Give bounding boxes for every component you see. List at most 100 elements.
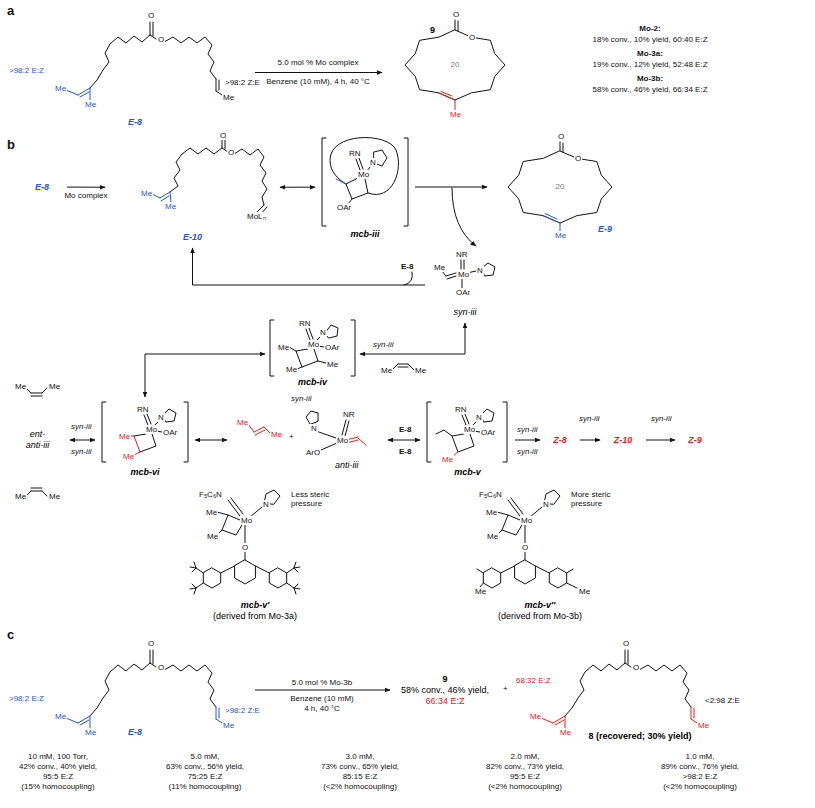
atom-label: Me xyxy=(14,382,27,391)
reaction-arrow xyxy=(646,440,675,441)
atom-label: F₅C₆N xyxy=(198,490,223,499)
compound-label: 58% conv., 46% yield, xyxy=(393,685,497,696)
bond-line xyxy=(325,325,338,338)
atom-label: ArO xyxy=(305,448,321,457)
bond-line xyxy=(102,402,188,462)
species-label: syn-iii xyxy=(290,394,312,403)
bond-line xyxy=(565,650,691,716)
reagent-label: Mo complex xyxy=(64,191,107,200)
bond-line xyxy=(66,88,90,100)
bond-line xyxy=(483,490,566,588)
compound-label: mcb-v′ xyxy=(158,600,352,611)
label-block: anti-iii xyxy=(335,460,359,471)
atom-label: Mo xyxy=(357,170,370,179)
yield-text: (<2% homocoupling) xyxy=(662,782,738,791)
bond-line xyxy=(26,488,47,496)
atom-label: Me xyxy=(270,430,283,439)
bond-line xyxy=(543,214,560,232)
ratio-text: >98:2 E:Z xyxy=(8,66,45,75)
yield-text: 42% conv., 40% yield, xyxy=(18,762,98,771)
atom-label: Me xyxy=(554,231,567,240)
atom-label: Me xyxy=(433,263,446,272)
atom-label: NR xyxy=(342,410,356,419)
bond-line xyxy=(306,411,318,424)
atom-label: N xyxy=(475,413,483,422)
atom-label: Me xyxy=(485,508,498,517)
label-block: mcb-iii xyxy=(318,229,412,240)
compound-label: ent- xyxy=(8,429,67,440)
reaction-arrow xyxy=(255,690,390,691)
atom-label: O xyxy=(452,10,460,19)
atom-label: Me xyxy=(118,432,131,441)
bond-line xyxy=(455,20,458,31)
compound-node: 9 xyxy=(385,15,525,130)
label-block: mcb-v′(derived from Mo-3a) xyxy=(158,600,352,622)
atom-label: Me xyxy=(48,492,61,501)
compound-label: 66:34 E:Z xyxy=(393,695,497,706)
atom-label: Me xyxy=(486,532,499,541)
bond-line xyxy=(203,490,286,588)
label-block: mcb-v″(derived from Mo-3b) xyxy=(438,600,642,622)
condition-text: Benzene (10 mM) xyxy=(289,694,355,703)
yield-text: Mo-3a: xyxy=(636,49,664,58)
compound-node: Z-9 xyxy=(678,430,712,450)
bond-line xyxy=(436,414,480,452)
yield-text: 73% conv., 65% yield, xyxy=(320,762,400,771)
compound-label: E-10 xyxy=(108,232,277,243)
compound-node: Z-10 xyxy=(603,430,643,450)
atom-label: NR xyxy=(455,250,469,259)
atom-label: O xyxy=(557,132,565,141)
label-block: ent-anti-iii xyxy=(8,429,67,451)
atom-label: OAr xyxy=(324,343,340,352)
bond-line xyxy=(439,92,456,111)
ratio-text: <2:98 Z:E xyxy=(704,696,741,705)
yield-text: (<2% homocoupling) xyxy=(322,782,398,791)
atom-label: O xyxy=(241,543,249,552)
condition-text: 4 h, 40 °C xyxy=(303,704,341,713)
ratio-text: >98:2 E:Z xyxy=(8,694,45,703)
compound-node: mcb-iv xyxy=(268,318,357,390)
atom-label: Me xyxy=(441,455,454,464)
compound-label: mcb-vi xyxy=(98,467,192,478)
label-block: E-8 xyxy=(18,727,252,738)
atom-label: Me xyxy=(277,343,290,352)
atom-label: Me xyxy=(326,360,339,369)
atom-label: F₅C₆N xyxy=(478,490,503,499)
note-text: 20 xyxy=(555,182,566,191)
atom-label: O xyxy=(632,663,640,672)
atom-label: RN xyxy=(348,149,362,158)
atom-label: Me xyxy=(380,366,393,375)
compound-label: mcb-v xyxy=(423,467,512,478)
yield-text: (11% homocoupling) xyxy=(168,782,243,791)
atom-label: Mo xyxy=(463,425,476,434)
panel-letter: b xyxy=(6,138,16,153)
compound-label: 9 xyxy=(393,674,497,685)
bond-line xyxy=(541,716,565,728)
yield-text: (15% homocoupling) xyxy=(20,782,95,791)
atom-label: Me xyxy=(84,728,97,737)
atom-label: N xyxy=(476,266,484,275)
compound-label: 9 xyxy=(430,25,435,36)
bond-line xyxy=(560,142,563,152)
yield-text: 18% conv., 10% yield, 60:40 E:Z xyxy=(591,35,708,44)
compound-node: E-10 xyxy=(108,130,277,245)
reaction-arrow xyxy=(515,440,540,441)
atom-label: Me xyxy=(697,721,710,730)
equilibrium-arrow xyxy=(70,440,95,441)
reaction-arrow xyxy=(193,248,426,285)
label-block: Z-8 xyxy=(543,435,577,446)
atom-label: Me xyxy=(578,587,591,596)
note-text: + xyxy=(288,432,295,441)
label-block: Z-10 xyxy=(603,435,643,446)
bond-line xyxy=(442,260,476,288)
label-block: syn-iii xyxy=(428,307,502,318)
compound-label: Z-10 xyxy=(603,435,643,446)
compound-label: anti-iii xyxy=(8,440,67,451)
bond-line xyxy=(170,140,267,215)
atom-label: Me xyxy=(205,508,218,517)
compound-node: E-9 xyxy=(490,132,630,242)
atom-label: Me xyxy=(414,366,427,375)
equilibrium-arrow xyxy=(195,440,227,441)
species-label: syn-iii xyxy=(70,422,92,431)
